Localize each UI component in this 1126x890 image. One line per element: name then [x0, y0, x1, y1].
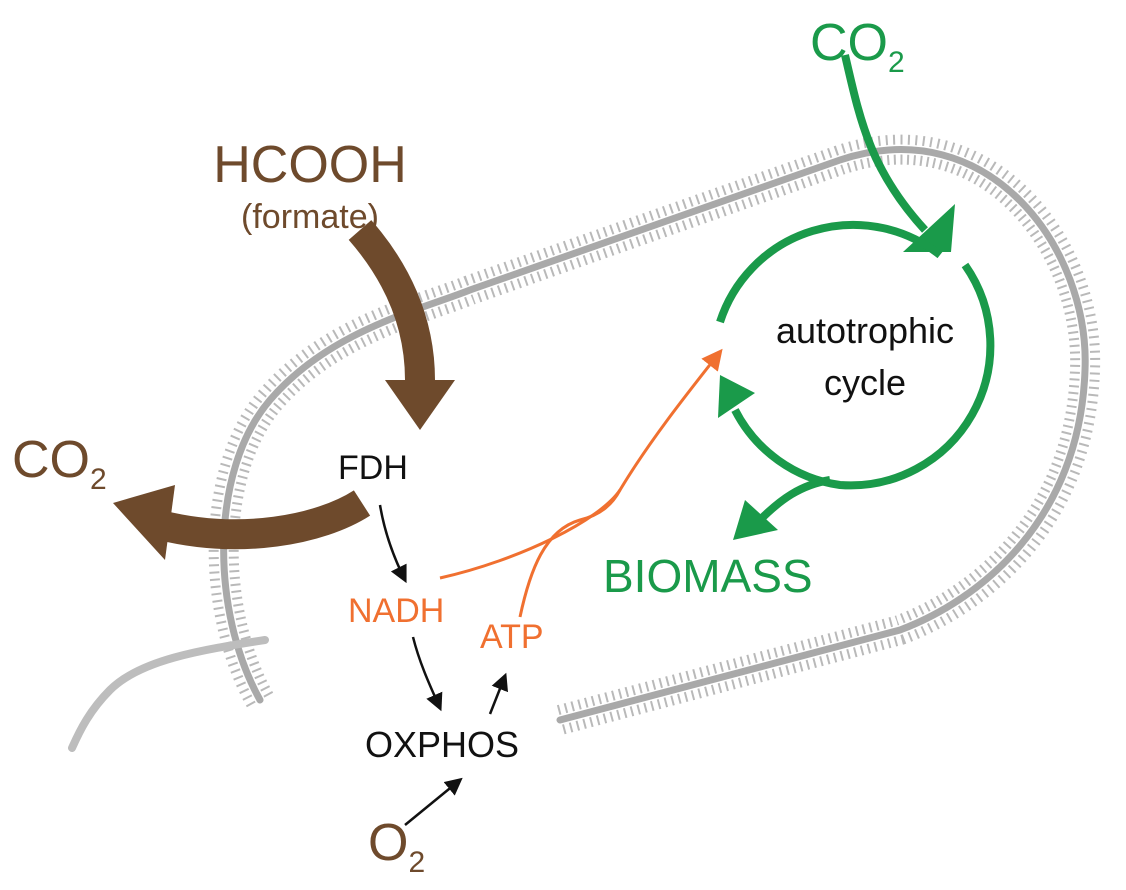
- membrane-line: [220, 146, 1089, 724]
- oxphos-label: OXPHOS: [365, 724, 519, 765]
- biomass-arrow: [733, 476, 831, 540]
- flagellum: [68, 636, 269, 752]
- cycle-label-line2: cycle: [824, 362, 906, 403]
- co2-input-label: CO2: [810, 14, 905, 79]
- black-arrows: [378, 504, 508, 826]
- nadh-to-oxphos-arrow: [411, 636, 443, 712]
- fdh-label: FDH: [338, 449, 408, 487]
- o2-label: O2: [368, 814, 425, 879]
- autotrophic-cycle-ring: [716, 220, 995, 490]
- o2-to-oxphos-arrow: [404, 777, 463, 826]
- co2-output-label: CO2: [12, 431, 107, 496]
- energy-arrows: [439, 348, 723, 618]
- fdh-to-nadh-arrow: [378, 504, 407, 584]
- formate-label: (formate): [241, 198, 379, 236]
- oxphos-to-atp-arrow: [488, 672, 508, 715]
- nadh-label: NADH: [348, 592, 444, 630]
- cell-membrane: [68, 134, 1101, 752]
- nadh-to-cycle-arrow: [439, 348, 723, 580]
- atp-label: ATP: [480, 618, 544, 656]
- atp-to-cycle-arrow: [518, 489, 622, 618]
- biomass-label: BIOMASS: [603, 550, 813, 602]
- co2-release-arrow: [113, 485, 371, 560]
- hcooh-label: HCOOH: [213, 136, 407, 194]
- cycle-label-line1: autotrophic: [776, 310, 954, 351]
- formate-uptake-arrow: [348, 220, 455, 430]
